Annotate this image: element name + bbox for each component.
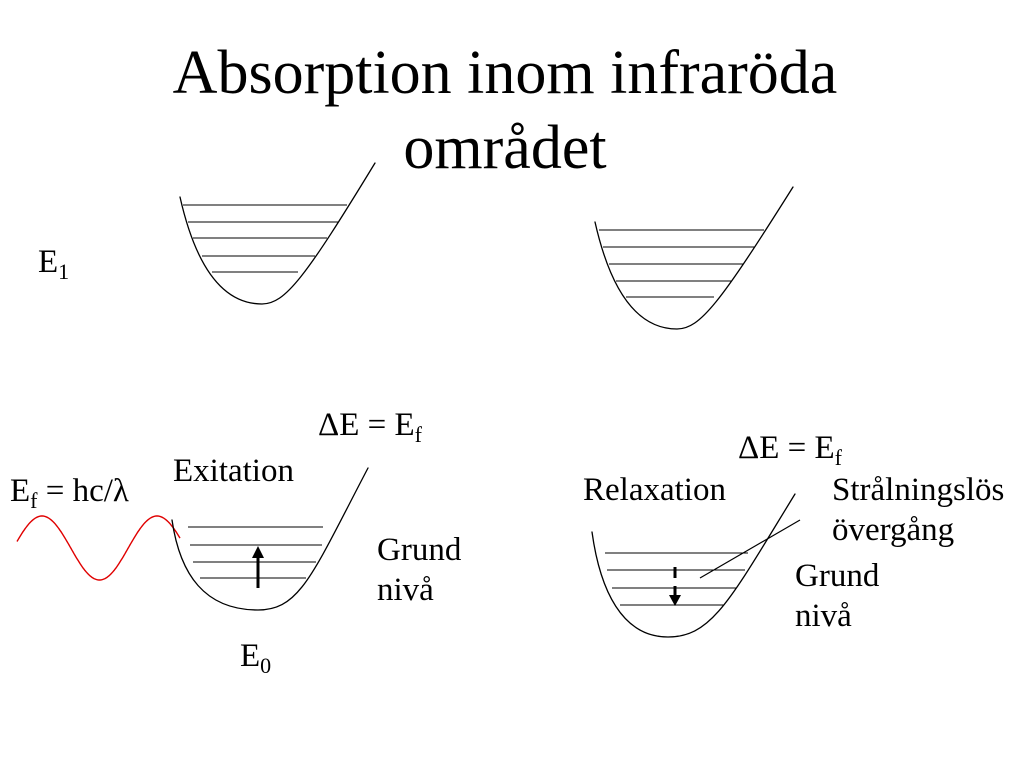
relaxation-label: Relaxation (583, 472, 726, 508)
arrow-up-head (252, 546, 264, 558)
excitation-delta-e-label: ΔE = Ef (318, 407, 423, 447)
photon-energy-symbol: E (10, 473, 30, 509)
potential-curve (591, 493, 796, 638)
ground-level-label-line-2: nivå (377, 572, 434, 608)
delta-e-expression: ΔE = E (318, 407, 415, 443)
delta-e-subscript: f (835, 445, 843, 470)
e1-label: E1 (38, 244, 69, 284)
e0-label-symbol: E (240, 638, 260, 674)
delta-e-subscript: f (415, 422, 423, 447)
slide-title: Absorption inom infraröda området (173, 39, 838, 182)
radiationless-transition-label-line-1: Strålningslös (832, 472, 1004, 508)
e0-label: E0 (240, 638, 271, 678)
e0-label-subscript: 0 (260, 653, 271, 678)
photon-energy-formula: Ef = hc/λ (10, 473, 129, 513)
energy-diagram-excitation (171, 467, 369, 611)
ground-level-label-line-1: Grund (377, 532, 462, 568)
ground-level-label-line-1: Grund (795, 558, 880, 594)
photon-energy-expression: = hc/λ (38, 473, 129, 509)
light-wave (16, 515, 181, 581)
radiationless-pointer-line (699, 519, 801, 579)
energy-diagram-top-left (179, 162, 376, 305)
potential-curve (171, 467, 369, 611)
potential-curve (594, 186, 794, 330)
slide-title-line-1: Absorption inom infraröda (173, 39, 838, 107)
relaxation-dashed-arrow (669, 567, 681, 606)
slide-title-line-2: området (403, 114, 606, 182)
photon-energy-subscript: f (30, 488, 38, 513)
potential-curve (179, 162, 376, 305)
energy-diagram-top-right (594, 186, 794, 330)
excitation-arrow (252, 546, 264, 588)
energy-diagram-relaxation (591, 493, 801, 638)
radiationless-transition-label-line-2: övergång (832, 512, 954, 548)
relaxation-delta-e-label: ΔE = Ef (738, 430, 843, 470)
arrow-down-head (669, 595, 681, 606)
e1-label-subscript: 1 (58, 259, 69, 284)
exitation-label: Exitation (173, 453, 294, 489)
delta-e-expression: ΔE = E (738, 430, 835, 466)
ground-level-label-line-2: nivå (795, 598, 852, 634)
e1-label-symbol: E (38, 244, 58, 280)
